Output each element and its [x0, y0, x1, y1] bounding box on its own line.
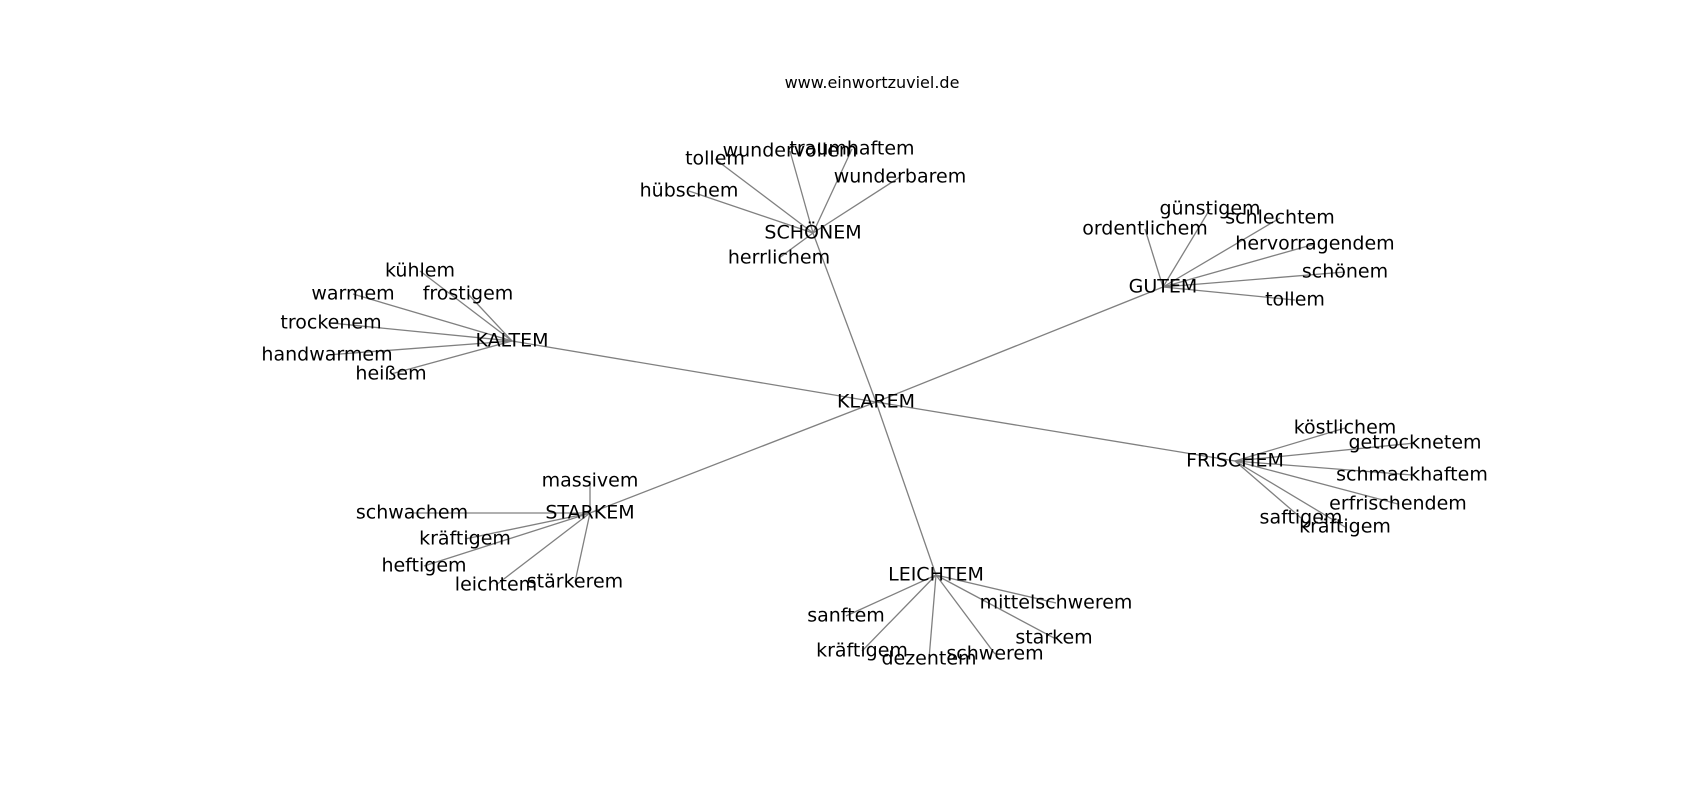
root-node-label: KLAREM	[837, 391, 915, 413]
leaf-node-label: kühlem	[385, 260, 455, 282]
edge-leichtem-3	[861, 574, 937, 652]
edge-kaltem-0	[419, 270, 513, 342]
edge-root-leichtem	[875, 401, 937, 576]
edge-gutem-0	[1162, 208, 1211, 288]
hub-node-label: GUTEM	[1129, 276, 1198, 298]
leaf-node-label: schönem	[1302, 261, 1388, 283]
edge-schönem-2	[812, 148, 853, 234]
leaf-node-label: tollem	[685, 148, 745, 170]
leaf-node-label: wunderbarem	[834, 166, 966, 188]
edge-leichtem-5	[935, 574, 996, 655]
leaf-node-label: schmackhaftem	[1336, 464, 1488, 486]
leaf-node-label: starkem	[1015, 627, 1092, 649]
leaf-node-label: wundervollem	[723, 140, 858, 162]
edge-gutem-5	[1162, 286, 1296, 301]
edge-frischem-4	[1234, 460, 1302, 519]
leaf-node-label: mittelschwerem	[980, 592, 1133, 614]
leaf-node-label: stärkerem	[527, 571, 623, 593]
hub-node-label: STARKEM	[545, 502, 634, 524]
leaf-node-label: warmem	[311, 283, 394, 305]
leaf-node-label: leichtem	[455, 574, 537, 596]
edge-frischem-5	[1234, 460, 1346, 528]
edge-kaltem-3	[330, 322, 513, 342]
edge-leichtem-0	[845, 574, 937, 617]
edge-schönem-3	[812, 176, 901, 234]
leaf-node-label: kräftigem	[1299, 516, 1391, 538]
leaf-node-label: getrocknetem	[1348, 432, 1481, 454]
leaf-node-label: tollem	[1265, 289, 1325, 311]
leaf-node-label: saftigem	[1260, 507, 1343, 529]
edge-starkem-3	[423, 512, 591, 567]
leaf-node-label: sanftem	[807, 605, 885, 627]
leaf-node-label: hervorragendem	[1235, 233, 1394, 255]
edge-schönem-5	[778, 232, 814, 259]
source-url: www.einwortzuviel.de	[785, 73, 960, 92]
hub-node-label: FRISCHEM	[1186, 450, 1284, 472]
leaf-node-label: schlechtem	[1225, 207, 1335, 229]
graph-edges	[326, 148, 1416, 660]
edge-root-starkem	[589, 401, 877, 514]
leaf-node-label: kräftigem	[816, 640, 908, 662]
leaf-node-label: schwerem	[946, 643, 1043, 665]
leaf-node-label: ordentlichem	[1082, 218, 1208, 240]
leaf-node-label: köstlichem	[1294, 417, 1397, 439]
edge-kaltem-1	[352, 293, 513, 342]
edge-starkem-2	[464, 512, 591, 540]
edge-gutem-4	[1162, 271, 1346, 288]
edge-frischem-1	[1234, 442, 1416, 462]
edge-frischem-3	[1234, 460, 1399, 505]
leaf-node-label: erfrischendem	[1329, 493, 1467, 515]
leaf-node-label: herrlichem	[728, 247, 830, 269]
leaf-node-label: frostigem	[423, 283, 514, 305]
leaf-node-label: handwarmem	[261, 344, 392, 366]
graph-labels: www.einwortzuviel.de KLAREM SCHÖNEM tollem…	[261, 73, 1487, 670]
leaf-node-label: heißem	[355, 363, 426, 385]
leaf-node-label: massivem	[542, 470, 639, 492]
edge-schönem-4	[688, 190, 814, 234]
leaf-node-label: trockenem	[280, 312, 381, 334]
edge-gutem-3	[1162, 243, 1316, 288]
edge-root-kaltem	[511, 340, 877, 403]
hub-node-label: LEICHTEM	[888, 564, 984, 586]
edge-frischem-2	[1234, 460, 1413, 476]
hub-node-label: SCHÖNEM	[764, 221, 861, 244]
edge-schönem-1	[789, 150, 814, 234]
edge-leichtem-1	[935, 574, 1057, 604]
edge-frischem-0	[1234, 427, 1346, 462]
edge-kaltem-4	[326, 340, 513, 356]
edge-kaltem-5	[390, 340, 513, 375]
hub-node-label: KALTEM	[475, 330, 548, 352]
edge-schönem-0	[714, 158, 814, 234]
leaf-node-label: schwachem	[356, 502, 468, 524]
edge-root-schönem	[812, 232, 877, 403]
edge-root-gutem	[875, 286, 1164, 403]
edge-gutem-2	[1162, 217, 1281, 288]
edge-starkem-5	[574, 512, 591, 583]
leaf-node-label: dezentem	[881, 648, 976, 670]
edge-kaltem-2	[467, 293, 513, 342]
edge-gutem-1	[1144, 228, 1164, 288]
leaf-node-label: günstigem	[1159, 198, 1260, 220]
edge-leichtem-2	[935, 574, 1055, 639]
edge-root-frischem	[875, 401, 1236, 462]
leaf-node-label: kräftigem	[419, 528, 511, 550]
leaf-node-label: heftigem	[381, 555, 466, 577]
edge-starkem-4	[495, 512, 591, 586]
leaf-node-label: hübschem	[640, 180, 739, 202]
edge-leichtem-4	[928, 574, 937, 660]
leaf-node-label: traumhaftem	[789, 138, 914, 160]
